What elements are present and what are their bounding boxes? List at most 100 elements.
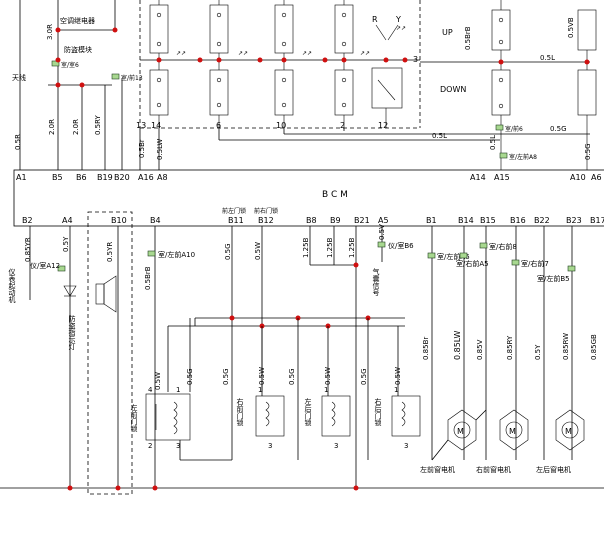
- motor-rf-label: 右前窗电机: [476, 465, 511, 474]
- wire-0-5l-c: 0.5L: [489, 135, 497, 150]
- wire-0-5v: 0.5V: [378, 224, 386, 240]
- lock-rear-right-label: 右后门锁: [374, 397, 382, 427]
- antitheft-module-label: 防盗模块: [64, 45, 92, 54]
- connector-7: 室/右前7: [521, 259, 549, 268]
- svg-text:M: M: [509, 427, 516, 436]
- svg-text:B2: B2: [22, 216, 33, 225]
- svg-text:A16: A16: [138, 173, 154, 182]
- svg-text:↗↗: ↗↗: [302, 50, 312, 57]
- svg-text:1: 1: [258, 386, 262, 394]
- wire-0-5w-d: 0.5W: [394, 367, 402, 385]
- r-label: R: [372, 15, 378, 24]
- wire-0-5vb-top: 0.5VB: [567, 17, 575, 38]
- down-label: DOWN: [440, 85, 466, 94]
- svg-text:A6: A6: [591, 173, 602, 182]
- wire-0-85v: 0.85V: [476, 339, 484, 360]
- svg-text:3: 3: [176, 442, 180, 450]
- instrument-label: 仪表起动机: [8, 268, 16, 304]
- connector-icon: [567, 265, 576, 272]
- svg-text:1: 1: [394, 386, 398, 394]
- wire-1-25b-2: 1.25B: [326, 237, 334, 258]
- svg-text:A4: A4: [62, 216, 73, 225]
- switch-num-6: 6: [216, 121, 221, 130]
- ac-relay-label: 空调继电器: [60, 16, 95, 25]
- svg-text:A1: A1: [16, 173, 27, 182]
- wire-1-25b-3: 1.25B: [348, 237, 356, 258]
- svg-text:1: 1: [324, 386, 328, 394]
- wire-0-5y-left: 0.5Y: [62, 236, 70, 252]
- svg-text:A10: A10: [570, 173, 586, 182]
- switch-row-upper: [149, 0, 354, 60]
- bcm-bottom-pins: B2 A4 B10 B4 B11 B12 B8 B9 B21 A5 B1 B14…: [22, 216, 604, 225]
- wire-0-5l-a: 0.5L: [540, 54, 555, 62]
- switch-num-13: 13: [136, 121, 146, 130]
- connector-a12: 仪/室A12: [30, 261, 60, 270]
- connector-icon: [147, 250, 156, 257]
- svg-text:↗↗: ↗↗: [176, 50, 186, 57]
- connector-b5: 室/左前B5: [537, 274, 570, 283]
- wire-0-5g-c: 0.5G: [288, 368, 296, 385]
- switch-num-2: 2: [340, 121, 345, 130]
- svg-text:B19: B19: [97, 173, 113, 182]
- svg-text:↗↗: ↗↗: [360, 50, 370, 57]
- svg-text:B12: B12: [258, 216, 274, 225]
- svg-text:B10: B10: [111, 216, 127, 225]
- svg-text:B21: B21: [354, 216, 370, 225]
- led-indicators: ↗↗↗↗↗↗↗↗↗↗: [176, 25, 406, 57]
- pin-b11-label: 前左门锁: [222, 207, 246, 215]
- connector-8: 室/右前8: [489, 242, 517, 251]
- wire-1-25b-1: 1.25B: [302, 237, 310, 258]
- wire-0-5w-b12: 0.5W: [254, 242, 262, 260]
- motor-icons: M M M: [431, 409, 585, 461]
- wire-0-85rw: 0.85RW: [562, 333, 570, 360]
- svg-text:B11: B11: [228, 216, 244, 225]
- connector-front6: 室/前6: [505, 125, 523, 133]
- connector-icon: [377, 241, 386, 248]
- wire-0-85lw: 0.85LW: [453, 330, 462, 360]
- switch-row-lower: [149, 60, 403, 128]
- wire-2-0r-b: 2.0R: [72, 119, 80, 135]
- switch-num-14: 14: [151, 121, 161, 130]
- wire-0-5brb-bottom: 0.5BrB: [144, 266, 152, 290]
- lock-driver: 4 1 2 3: [145, 318, 232, 461]
- wire-0-5y-right: 0.5Y: [534, 344, 542, 360]
- bcm-label: B C M: [322, 190, 348, 200]
- svg-text:M: M: [565, 427, 572, 436]
- buzzer-box: [87, 211, 133, 495]
- wire-0-5br-top: 0.5Br: [138, 139, 146, 158]
- bcm-top-pins: A1 B5 B6 B19 B20 A16 A8 A14 A15 A10 A6: [16, 173, 602, 182]
- switch-num-10: 10: [276, 121, 286, 130]
- svg-text:B6: B6: [76, 173, 87, 182]
- wire-0-5brb-top: 0.5BrB: [464, 26, 472, 50]
- lock-front-right: 1 3: [255, 326, 285, 450]
- switch-num-3: 3: [413, 55, 418, 64]
- lock-front-right-label: 右前门锁: [236, 397, 244, 427]
- svg-text:B14: B14: [458, 216, 474, 225]
- svg-text:2: 2: [148, 442, 152, 450]
- y-label: Y: [395, 15, 401, 24]
- buzzer-icon: [95, 283, 105, 305]
- svg-text:B22: B22: [534, 216, 550, 225]
- svg-text:B1: B1: [426, 216, 437, 225]
- antenna-label: 天线: [12, 73, 26, 82]
- wire-0-85gb: 0.85GB: [590, 334, 598, 360]
- svg-text:A14: A14: [470, 173, 486, 182]
- motor-lf-label: 左前窗电机: [420, 465, 455, 474]
- wire-3-0r: 3.0R: [46, 24, 54, 40]
- wire-0-5lw-top: 0.5LW: [156, 139, 164, 160]
- svg-text:M: M: [457, 427, 464, 436]
- svg-text:B5: B5: [52, 173, 63, 182]
- svg-text:A5: A5: [378, 216, 389, 225]
- connector-icon: [459, 252, 468, 259]
- connector-icon: [427, 252, 436, 259]
- wire-0-5g-b: 0.5G: [222, 368, 230, 385]
- svg-text:B4: B4: [150, 216, 161, 225]
- antitheft-lamp-label: 防盗指示灯: [68, 314, 76, 351]
- connector-front13: 室/前13: [121, 74, 143, 82]
- connector-icon: [57, 265, 66, 272]
- wire-0-85br: 0.85Br: [422, 337, 430, 360]
- svg-text:B16: B16: [510, 216, 526, 225]
- airbag-signal-label: 气囊信号: [372, 267, 380, 297]
- connector-icon: [495, 124, 504, 131]
